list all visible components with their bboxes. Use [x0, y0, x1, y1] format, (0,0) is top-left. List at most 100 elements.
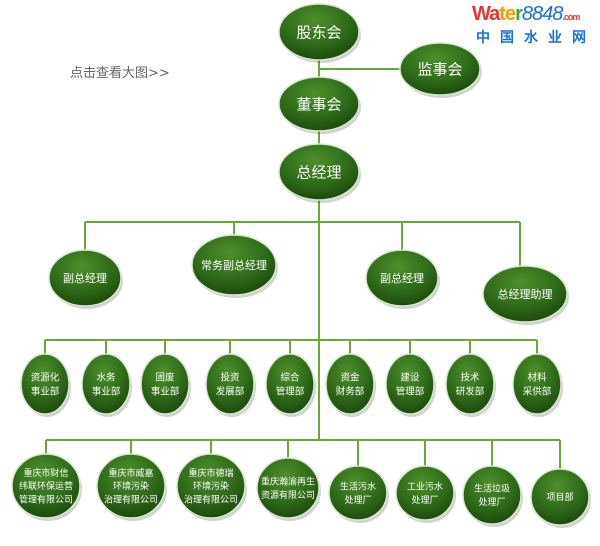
node-label: 采供部	[523, 385, 552, 397]
node-ellipse	[48, 249, 122, 307]
node-label: 资金	[340, 372, 360, 384]
node-label: 事业部	[31, 385, 60, 397]
node-level2[interactable]: 副总经理	[48, 249, 123, 309]
node-ellipse	[385, 353, 435, 415]
node-label: 工业污水	[407, 481, 443, 493]
watermark-en: Water8848.com	[472, 3, 580, 25]
node-label: 事业部	[151, 385, 180, 397]
node-label: 固废	[155, 372, 175, 384]
node-label: 材料	[527, 372, 547, 384]
node-label: 技术	[460, 372, 480, 384]
node-ellipse	[325, 353, 375, 415]
node-label: 事业部	[92, 385, 121, 397]
node-level2[interactable]: 副总经理	[365, 249, 440, 309]
node-ellipse	[365, 249, 439, 307]
node-label: 重庆市财信	[23, 467, 68, 479]
node-label: 副总经理	[380, 271, 424, 285]
node-label: 项目部	[546, 491, 573, 503]
node-ellipse	[205, 353, 255, 415]
node-ellipse	[96, 453, 166, 519]
node-label: 股东会	[296, 23, 341, 41]
node-ellipse	[395, 465, 455, 521]
node-label: 环境污染	[113, 480, 149, 492]
node-ellipse	[278, 76, 360, 132]
node-label: 资源有限公司	[261, 489, 315, 501]
node-label: 重庆瀚渝再生	[261, 476, 315, 488]
node-ellipse	[278, 143, 360, 201]
node-ellipse	[140, 353, 190, 415]
node-label: 综合	[280, 372, 300, 384]
node-label: 处理厂	[478, 496, 505, 508]
node-label: 资源化	[31, 372, 60, 384]
node-ellipse	[81, 353, 131, 415]
node-label: 财务部	[336, 385, 365, 397]
node-label: 总经理	[296, 163, 341, 181]
view-large-image-link[interactable]: 点击查看大图>>	[70, 66, 170, 81]
node-label: 生活污水	[340, 481, 376, 493]
node-subsidiary[interactable]: 项目部	[530, 468, 591, 528]
node-label: 重庆市威嘉	[108, 467, 153, 479]
node-label: 水务	[96, 372, 116, 384]
node-label: 总经理助理	[498, 287, 553, 301]
node-ellipse	[265, 353, 315, 415]
watermark-logo: Water8848.com 中国水业网	[472, 4, 597, 47]
node-label: 管理部	[396, 385, 425, 397]
node-ellipse	[462, 465, 522, 525]
node-label: 管理部	[276, 385, 305, 397]
node-label: 管理有限公司	[19, 493, 73, 505]
node-ellipse	[530, 468, 590, 526]
node-label: 重庆市德瑞	[188, 467, 233, 479]
node-label: 建设	[400, 372, 420, 384]
node-level2[interactable]: 常务副总经理	[191, 234, 278, 298]
node-ellipse	[256, 457, 320, 519]
node-level2[interactable]: 总经理助理	[482, 265, 569, 325]
node-ellipse	[445, 353, 495, 415]
node-label: 环境污染	[193, 480, 229, 492]
node-ellipse	[278, 3, 360, 61]
node-ellipse	[512, 353, 562, 415]
watermark-cn: 中国水业网	[476, 30, 596, 46]
node-ellipse	[176, 453, 246, 519]
node-label: 纬联环保运营	[19, 480, 73, 492]
node-ellipse	[191, 234, 277, 296]
node-general-manager[interactable]: 总经理	[278, 143, 361, 203]
node-ellipse	[482, 265, 568, 323]
node-label: 处理厂	[344, 494, 371, 506]
node-board-of-supervisors[interactable]: 监事会	[399, 42, 482, 98]
node-ellipse	[11, 453, 81, 519]
node-label: 投资	[220, 372, 240, 384]
node-ellipse	[328, 465, 388, 521]
node-label: 生活垃圾	[474, 483, 510, 495]
node-label: 研发部	[456, 385, 485, 397]
node-label: 副总经理	[63, 271, 107, 285]
node-label: 发展部	[216, 385, 245, 397]
node-ellipse	[399, 42, 481, 96]
node-label: 治理有限公司	[104, 493, 158, 505]
node-shareholders-meeting[interactable]: 股东会	[278, 3, 361, 63]
node-ellipse	[20, 353, 70, 415]
node-label: 治理有限公司	[184, 493, 238, 505]
node-board-of-directors[interactable]: 董事会	[278, 76, 361, 134]
node-label: 监事会	[417, 60, 462, 78]
node-label: 常务副总经理	[201, 258, 267, 272]
node-label: 处理厂	[411, 494, 438, 506]
node-label: 董事会	[296, 95, 341, 113]
